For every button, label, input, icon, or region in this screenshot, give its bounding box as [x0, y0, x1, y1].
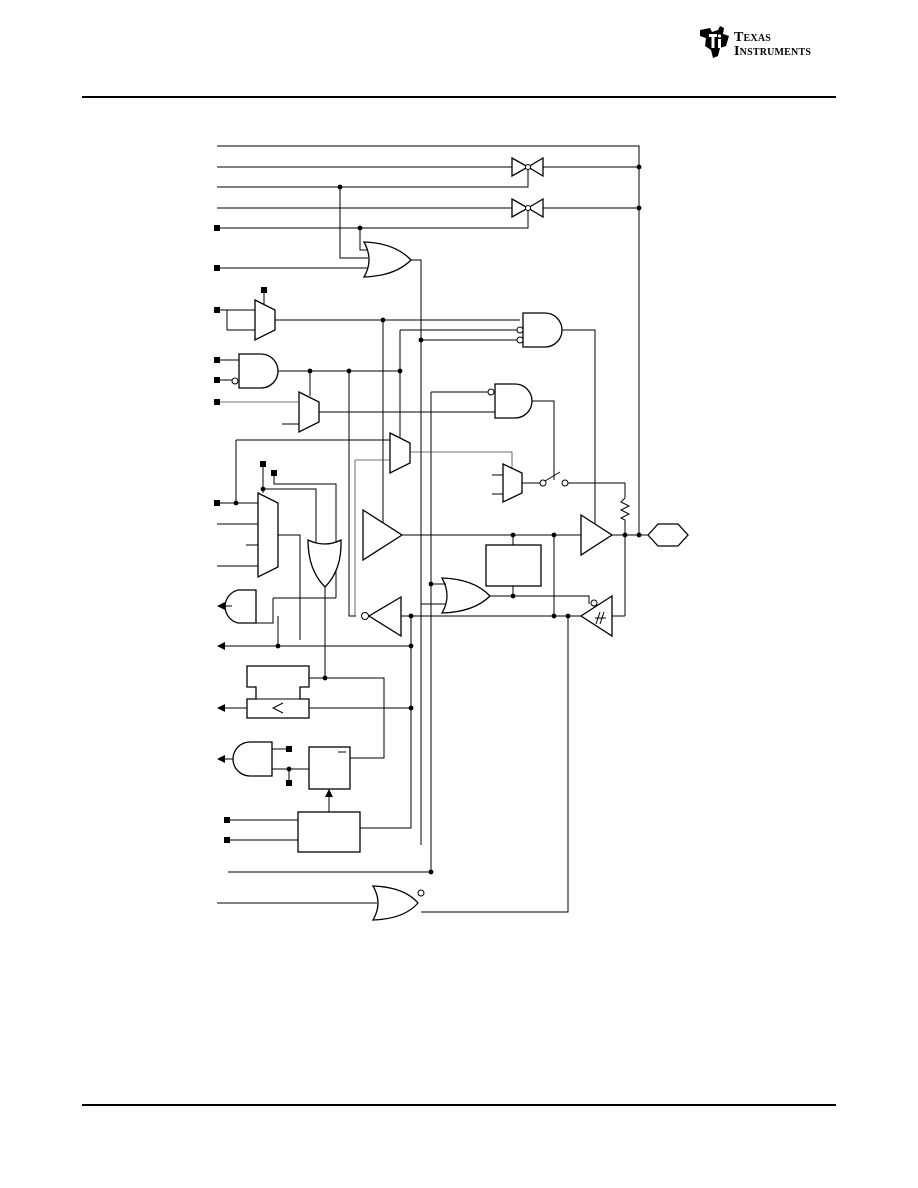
- signal-lines-top: [214, 145, 642, 535]
- mux-center: [235, 431, 513, 616]
- and-gate-output-1: [217, 589, 336, 649]
- and-gate-3input: [400, 312, 596, 535]
- mux-main: [214, 461, 337, 640]
- ti-logo: Texas Instruments: [696, 24, 846, 64]
- control-block-lower: [224, 811, 361, 853]
- output-arrow-1: [217, 642, 225, 650]
- and-gate-mid: [319, 383, 555, 608]
- or-gate-top: [217, 187, 422, 845]
- logo-text-line1: Texas: [734, 30, 772, 45]
- schmitt-trigger-icon: [595, 611, 606, 625]
- latch-block: [217, 665, 414, 759]
- clock-triangle-icon: [271, 702, 284, 714]
- and-gate-left: [214, 353, 403, 389]
- or-gate-vertical: [307, 538, 342, 678]
- flop-block: [308, 746, 351, 812]
- input-buffer-left: [360, 595, 581, 829]
- ti-logo-icon: [700, 26, 729, 58]
- transmission-gate-1: [511, 156, 544, 178]
- resistor-icon: [619, 497, 631, 535]
- output-buffer-left: [362, 508, 581, 562]
- pin-pad: [647, 523, 689, 547]
- footer-rule: [82, 1104, 836, 1106]
- and-gate-output-2: [217, 741, 309, 786]
- schmitt-input-buffer: [421, 594, 625, 913]
- switch: [539, 471, 626, 498]
- control-block: [485, 535, 542, 599]
- mux-top: [214, 287, 520, 342]
- mux-right: [492, 462, 540, 504]
- output-buffer-right: [580, 513, 648, 557]
- header-rule: [82, 96, 836, 98]
- transmission-gate-2: [511, 197, 544, 219]
- wire-vertical-3: [348, 371, 356, 617]
- or-gate-lower: [421, 535, 626, 616]
- logo-text-line2: Instruments: [734, 44, 812, 59]
- nor-gate-bottom: [217, 608, 434, 921]
